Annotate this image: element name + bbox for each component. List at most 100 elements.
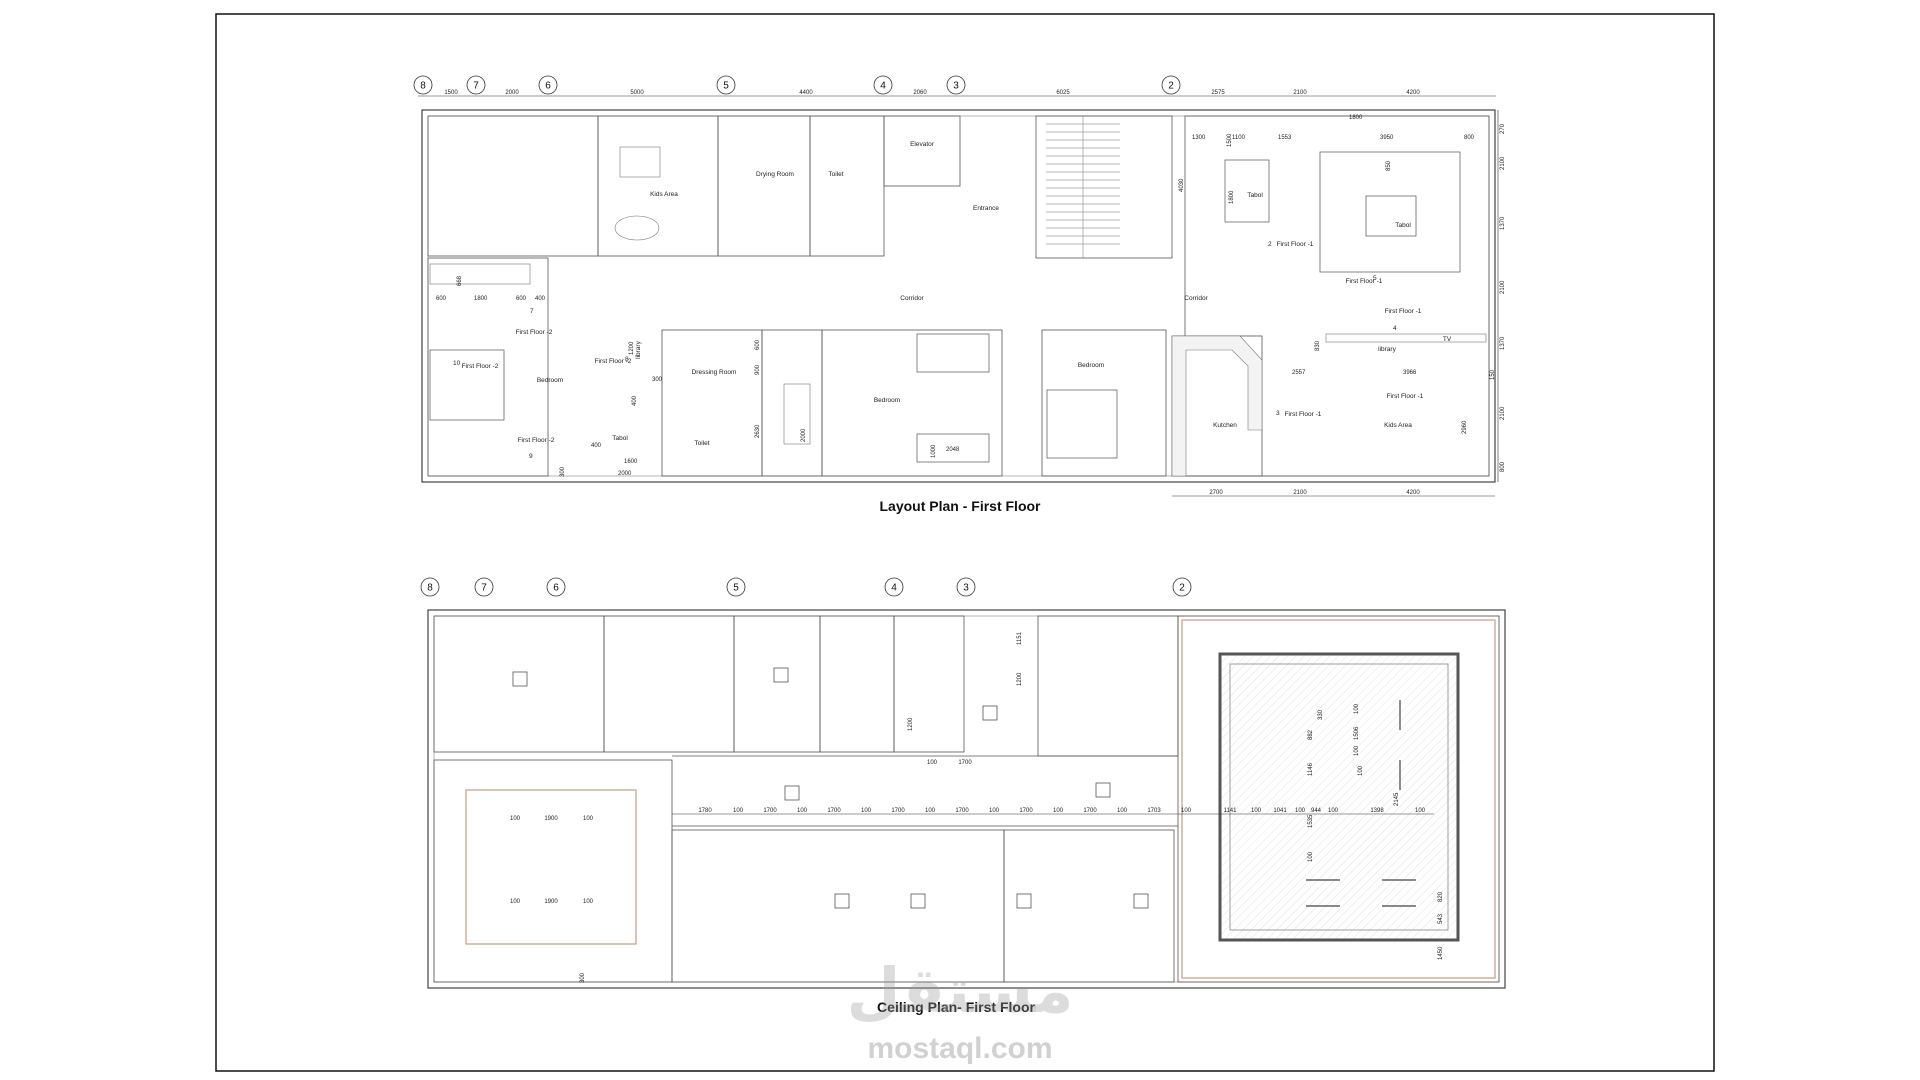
ceiling-drop-panel [1218,652,1460,942]
svg-text:4: 4 [880,81,886,92]
library-shelf-right [1325,333,1487,343]
svg-text:1600: 1600 [624,459,638,465]
label-library-right: library [1378,346,1396,353]
svg-text:8: 8 [427,583,433,594]
bathtub [614,215,660,241]
svg-text:1370: 1370 [1500,336,1506,350]
layout-plan-title: Layout Plan - First Floor [879,498,1041,514]
svg-text:300: 300 [652,377,663,383]
bed-mid-top [916,333,990,373]
bed-left [429,349,505,421]
floor-tag: First Floor -2 [518,437,555,444]
svg-text:1300: 1300 [1192,135,1206,141]
svg-text:1700: 1700 [958,760,972,766]
room-drying [717,115,811,257]
svg-text:2960: 2960 [1462,420,1468,434]
svg-text:830: 830 [1315,340,1321,351]
svg-text:2100: 2100 [1500,280,1506,294]
svg-text:668: 668 [457,275,463,286]
label-drying-room: Drying Room [756,171,794,178]
svg-text:882: 882 [1308,729,1314,740]
floor-tag: First Floor -1 [1285,411,1322,418]
svg-text:1370: 1370 [1500,216,1506,230]
svg-text:600: 600 [755,339,761,350]
svg-text:944: 944 [1311,808,1322,814]
layout-plan: 8 7 6 5 4 3 2 1500 2000 5000 4400 2060 6… [413,75,1506,514]
floor-tag: First Floor -2 [595,358,632,365]
svg-text:1200: 1200 [629,341,635,355]
label-elevator: Elevator [910,141,935,148]
svg-text:2557: 2557 [1292,370,1306,376]
floor-tag: First Floor -1 [1387,393,1424,400]
room-kids-area-top [597,115,719,257]
svg-text:7: 7 [530,308,534,315]
svg-text:1800: 1800 [1349,115,1363,121]
svg-text:150: 150 [1490,369,1496,380]
layout-room-labels: Kids Area Drying Room Toilet Elevator En… [537,141,1452,447]
svg-text:3: 3 [953,81,959,92]
layout-inner-dimensions: 600 1800 600 400 668 1300 1100 1553 3950… [436,115,1475,477]
ceiling-left-dimensions: 100 1900 100 100 1900 100 [510,816,594,905]
svg-text:100: 100 [583,899,594,905]
svg-text:1800: 1800 [1229,190,1235,204]
svg-text:5: 5 [733,583,739,594]
label-bedroom-left: Bedroom [537,377,563,384]
watermark: مستقل mostaql.com [847,954,1074,1065]
kitchen-counter [1171,335,1263,477]
layout-bottom-dimensions: 2700 2100 4200 [1172,490,1495,497]
svg-text:100: 100 [733,808,744,814]
floor-tag: First Floor -2 [516,329,553,336]
grid-axis-8: 8 [413,75,433,95]
light-fixtures [512,667,1149,909]
svg-text:1703: 1703 [1147,808,1161,814]
grid-axis-6: 6 [546,577,566,597]
svg-text:2060: 2060 [913,90,927,96]
svg-text:1041: 1041 [1273,808,1287,814]
svg-text:7: 7 [481,583,487,594]
svg-text:1700: 1700 [1019,808,1033,814]
svg-text:100: 100 [1354,745,1360,756]
svg-text:1700: 1700 [1083,808,1097,814]
label-corridor-left: Corridor [900,295,924,302]
layout-floor-tags: First Floor -2 First Floor -2 First Floo… [462,241,1424,444]
svg-text:1500: 1500 [1227,133,1233,147]
svg-text:543: 543 [1438,913,1444,924]
svg-text:300: 300 [560,466,566,477]
label-tabol-living: Tabol [1395,222,1411,229]
svg-text:100: 100 [510,816,521,822]
svg-text:1506: 1506 [1354,726,1360,740]
svg-text:100: 100 [927,760,938,766]
svg-text:3950: 3950 [1380,135,1394,141]
svg-text:2100: 2100 [1293,490,1307,496]
sofa-set [1319,151,1461,273]
svg-text:100: 100 [1354,703,1360,714]
svg-text:100: 100 [1415,808,1426,814]
svg-text:1700: 1700 [891,808,905,814]
label-tabol-left: Tabol [612,435,628,442]
label-tv: TV [1443,336,1452,343]
grid-axis-7: 7 [474,577,494,597]
svg-text:1700: 1700 [763,808,777,814]
room-bedroom-left [427,257,549,477]
label-dressing-room: Dressing Room [692,369,737,376]
floor-tag: First Floor -1 [1385,308,1422,315]
label-toilet-bottom: Toilet [694,440,709,447]
desk-left [429,263,531,285]
floor-tag: First Floor -1 [1277,241,1314,248]
svg-text:4: 4 [891,583,897,594]
room-bedroom-mid [821,329,1003,477]
svg-text:5: 5 [1373,275,1377,282]
label-kids-area-bottom: Kids Area [1384,422,1412,429]
svg-text:1535: 1535 [1308,814,1314,828]
svg-text:1780: 1780 [698,808,712,814]
svg-text:100: 100 [583,816,594,822]
bed-mid-bottom [916,433,990,463]
room-stair [1035,115,1173,259]
svg-text:1200: 1200 [1017,672,1023,686]
svg-text:4400: 4400 [799,90,813,96]
room-bedroom-right [1041,329,1167,477]
svg-text:800: 800 [1464,135,1475,141]
ceiling-right-dimensions: 100 1506 882 330 100 1146 100 1535 2145 … [1308,703,1444,960]
svg-text:600: 600 [436,296,447,302]
ceiling-corridor-dimensions: 1780 100 1700 100 1700 100 1700 100 1700… [672,808,1434,815]
